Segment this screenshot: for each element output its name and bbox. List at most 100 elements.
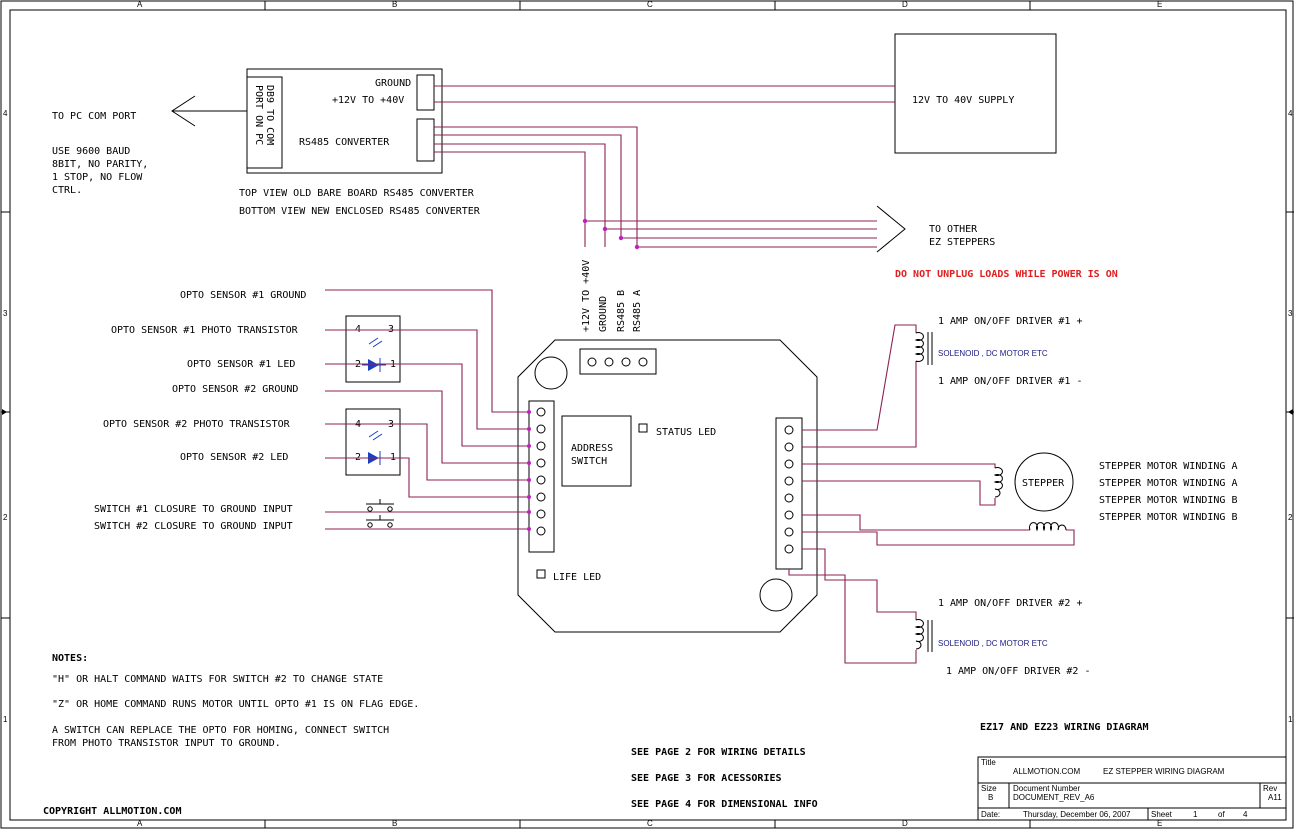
sheet-value: 1	[1193, 810, 1198, 819]
size-value: B	[988, 793, 993, 802]
frame-row-2-right: 2	[1288, 513, 1293, 522]
frame-row-3: 3	[3, 309, 8, 318]
driver1-minus-label: 1 AMP ON/OFF DRIVER #1 -	[938, 376, 1083, 387]
drawing-title: EZ STEPPER WIRING DIAGRAM	[1103, 767, 1225, 776]
diagram-heading: EZ17 AND EZ23 WIRING DIAGRAM	[980, 722, 1149, 733]
frame-col-e-bottom: E	[1157, 819, 1162, 828]
note-4: FROM PHOTO TRANSISTOR INPUT TO GROUND.	[52, 738, 281, 749]
bus-labels: +12V TO +40V GROUND RS485 B RS485 A	[581, 260, 643, 332]
opto-sensor-1: 4 3 2 1	[345, 315, 401, 383]
size-label: Size	[981, 784, 997, 793]
frame-col-b-bottom: B	[392, 819, 397, 828]
phototransistor-icon	[368, 337, 379, 345]
bus-label-vplus: +12V TO +40V	[581, 260, 592, 332]
see-pages: SEE PAGE 2 FOR WIRING DETAILS SEE PAGE 3…	[631, 747, 818, 810]
opto2-phototransistor-label: OPTO SENSOR #2 PHOTO TRANSISTOR	[103, 419, 291, 430]
opto-sensor-2: 4 3 2 1	[345, 408, 401, 476]
switch1-label: SWITCH #1 CLOSURE TO GROUND INPUT	[94, 504, 293, 515]
frame-col-b: B	[392, 0, 397, 9]
opto1-led-label: OPTO SENSOR #1 LED	[187, 359, 295, 370]
input-labels: OPTO SENSOR #1 GROUND OPTO SENSOR #1 PHO…	[94, 290, 306, 532]
mounting-hole	[534, 356, 568, 390]
db9-label-2: PORT ON PC	[253, 85, 264, 145]
driver2-minus-label: 1 AMP ON/OFF DRIVER #2 -	[946, 666, 1091, 677]
top-view-label: TOP VIEW OLD BARE BOARD RS485 CONVERTER	[239, 188, 475, 199]
baud-line-2: 8BIT, NO PARITY,	[52, 159, 148, 170]
address-label-1: ADDRESS	[571, 443, 613, 454]
input-connector	[528, 400, 555, 553]
opto2-ground-label: OPTO SENSOR #2 GROUND	[172, 384, 298, 395]
address-switch	[561, 415, 632, 487]
bus-label-b: RS485 B	[616, 290, 627, 332]
see-page-3: SEE PAGE 3 FOR ACESSORIES	[631, 773, 782, 784]
power-connector	[579, 348, 657, 375]
see-page-2: SEE PAGE 2 FOR WIRING DETAILS	[631, 747, 806, 758]
frame-row-4-right: 4	[1288, 109, 1293, 118]
docnum-label: Document Number	[1013, 784, 1080, 793]
arrow-right-icon	[876, 205, 906, 253]
address-label-2: SWITCH	[571, 456, 607, 467]
to-other-label: TO OTHER	[929, 224, 978, 235]
title-block: EZ17 AND EZ23 WIRING DIAGRAM Title ALLMO…	[977, 722, 1287, 821]
switch-2	[325, 515, 529, 530]
status-led-label: STATUS LED	[656, 427, 716, 438]
frame-col-a-bottom: A	[137, 819, 143, 828]
arrow-left-icon	[171, 95, 196, 127]
junction-dot	[634, 244, 640, 250]
opto1-phototransistor-label: OPTO SENSOR #1 PHOTO TRANSISTOR	[111, 325, 299, 336]
pc-com-port: TO PC COM PORT USE 9600 BAUD 8BIT, NO PA…	[52, 95, 247, 196]
winding-b1-label: STEPPER MOTOR WINDING B	[1099, 495, 1237, 506]
converter-ground-label: GROUND	[375, 78, 411, 89]
phototransistor-icon	[368, 430, 379, 438]
stepper-motor: STEPPER STEPPER MOTOR WINDING A STEPPER …	[802, 452, 1237, 546]
notes-title: NOTES:	[52, 653, 88, 664]
note-2: "Z" OR HOME COMMAND RUNS MOTOR UNTIL OPT…	[52, 699, 419, 710]
winding-a1-label: STEPPER MOTOR WINDING A	[1099, 461, 1237, 472]
db9-label-1: DB9 TO COM	[264, 85, 275, 145]
ez-stepper-board: ADDRESS SWITCH STATUS LED LIFE LED	[517, 339, 818, 633]
see-page-4: SEE PAGE 4 FOR DIMENSIONAL INFO	[631, 799, 818, 810]
driver1-plus-label: 1 AMP ON/OFF DRIVER #1 +	[938, 316, 1083, 327]
junction-dot	[602, 226, 608, 232]
date-value: Thursday, December 06, 2007	[1023, 810, 1131, 819]
winding-b2-label: STEPPER MOTOR WINDING B	[1099, 512, 1237, 523]
frame-row-1-right: 1	[1288, 715, 1293, 724]
coil-icon	[993, 467, 1003, 498]
title-label: Title	[981, 758, 996, 767]
bus-label-ground: GROUND	[598, 296, 609, 332]
frame-row-1: 1	[3, 715, 8, 724]
status-led	[638, 423, 648, 433]
frame-col-d: D	[902, 0, 908, 9]
coil-icon	[914, 619, 924, 650]
frame-row-3-right: 3	[1288, 309, 1293, 318]
junction-dot	[582, 218, 588, 224]
frame-col-a: A	[137, 0, 143, 9]
opto1-ground-label: OPTO SENSOR #1 GROUND	[180, 290, 306, 301]
baud-line-4: CTRL.	[52, 185, 82, 196]
coil-icon	[1029, 522, 1067, 532]
frame-col-c-bottom: C	[647, 819, 653, 828]
driver-2: 1 AMP ON/OFF DRIVER #2 + SOLENOID , DC M…	[788, 548, 1091, 677]
driver2-plus-label: 1 AMP ON/OFF DRIVER #2 +	[938, 598, 1083, 609]
copyright: COPYRIGHT ALLMOTION.COM	[43, 806, 181, 817]
warning-text: DO NOT UNPLUG LOADS WHILE POWER IS ON	[895, 269, 1118, 280]
rev-label: Rev	[1263, 784, 1277, 793]
frame-row-4: 4	[3, 109, 8, 118]
of-value: 4	[1243, 810, 1248, 819]
driver1-solenoid-label: SOLENOID , DC MOTOR ETC	[938, 349, 1048, 358]
switch2-label: SWITCH #2 CLOSURE TO GROUND INPUT	[94, 521, 293, 532]
opto2-led-label: OPTO SENSOR #2 LED	[180, 452, 288, 463]
stepper-label: STEPPER	[1022, 478, 1065, 489]
converter-vplus-label: +12V TO +40V	[332, 95, 404, 106]
baud-line-1: USE 9600 BAUD	[52, 146, 130, 157]
baud-line-3: 1 STOP, NO FLOW	[52, 172, 143, 183]
bus-label-a: RS485 A	[632, 290, 643, 332]
frame-col-d-bottom: D	[902, 819, 908, 828]
switch-1	[325, 499, 529, 513]
driver-1: 1 AMP ON/OFF DRIVER #1 + SOLENOID , DC M…	[802, 316, 1083, 448]
note-3: A SWITCH CAN REPLACE THE OPTO FOR HOMING…	[52, 725, 389, 736]
supply-label: 12V TO 40V SUPPLY	[912, 95, 1014, 106]
coil-icon	[914, 332, 924, 362]
junction-dot	[618, 235, 624, 241]
